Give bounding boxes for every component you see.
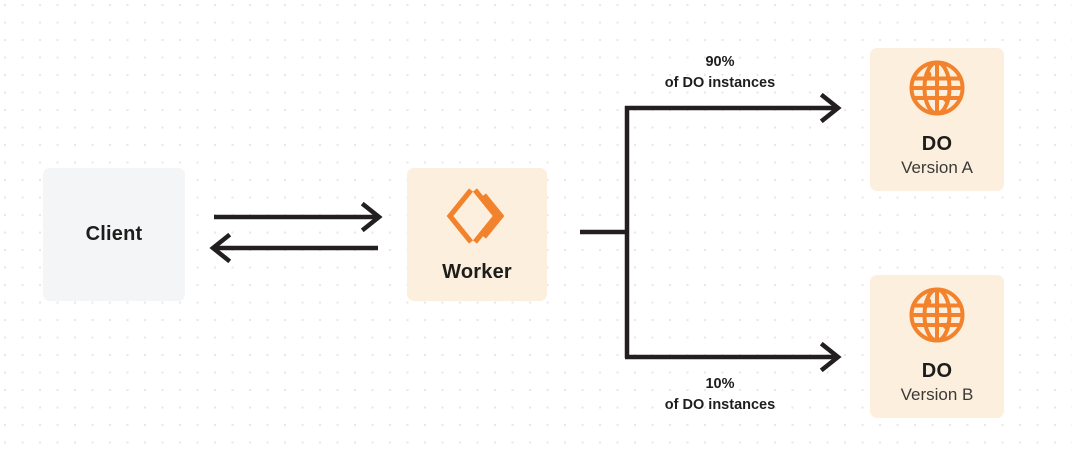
edge-label-do-a-description: of DO instances: [664, 75, 776, 92]
node-do-a-sublabel: Version A: [901, 158, 973, 178]
node-client: Client: [43, 168, 185, 301]
edge-label-do-b-percent: 10%: [705, 376, 735, 392]
arrow-worker-to-do-a: [625, 92, 842, 124]
node-worker-label: Worker: [442, 261, 512, 283]
durable-object-globe-icon: [908, 286, 966, 344]
node-do-version-b: DO Version B: [870, 275, 1004, 418]
cloudflare-workers-icon: [446, 185, 508, 247]
node-do-version-a: DO Version A: [870, 48, 1004, 191]
node-client-label: Client: [85, 223, 143, 245]
edge-label-do-a: 90% of DO instances: [595, 52, 845, 94]
branch-trunk-worker: [580, 106, 630, 358]
node-do-b-label: DO: [921, 360, 953, 383]
edge-label-do-b-description: of DO instances: [664, 397, 776, 414]
node-do-b-sublabel: Version B: [900, 385, 974, 405]
arrow-client-to-worker: [214, 201, 383, 233]
node-worker: Worker: [407, 168, 547, 301]
edge-label-do-b: 10% of DO instances: [595, 374, 845, 416]
arrow-worker-to-client: [209, 232, 378, 264]
node-do-a-label: DO: [921, 133, 953, 156]
durable-object-globe-icon: [908, 59, 966, 117]
arrow-worker-to-do-b: [625, 341, 842, 373]
edge-label-do-a-percent: 90%: [705, 54, 735, 70]
